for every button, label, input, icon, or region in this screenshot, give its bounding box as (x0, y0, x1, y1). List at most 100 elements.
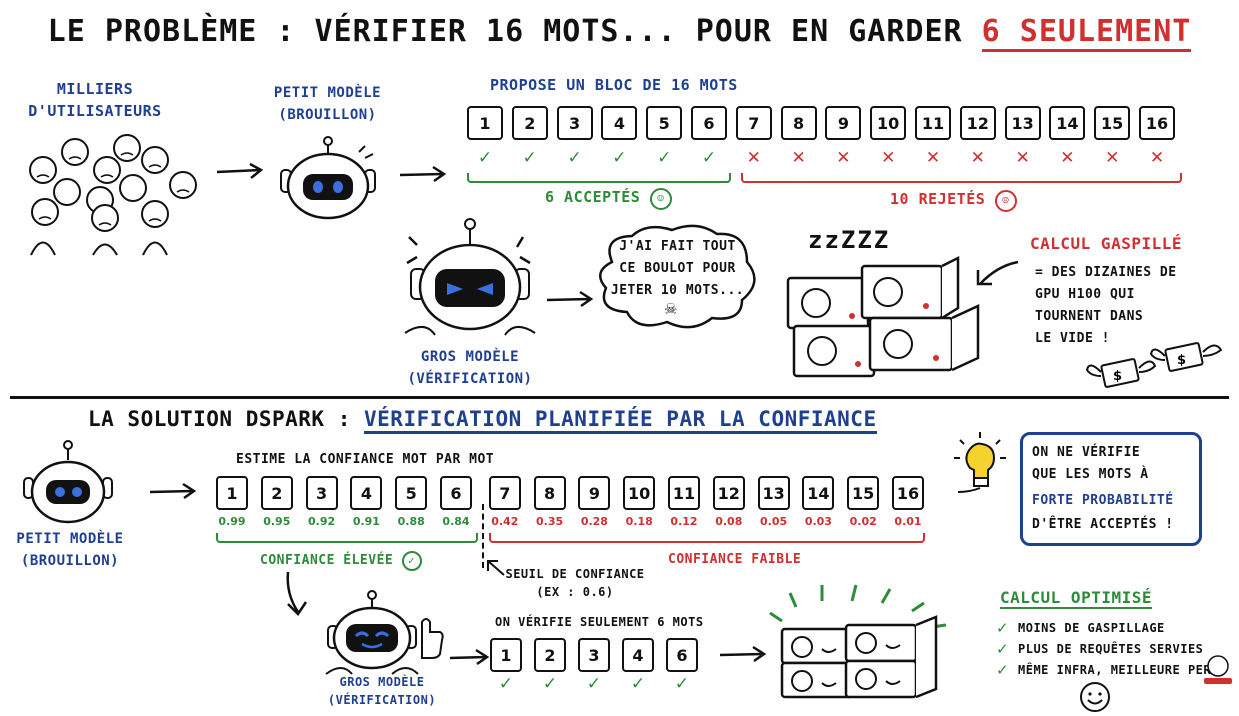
check-icon: ✓ (996, 640, 1009, 658)
robot-icon (23, 440, 113, 524)
token-box: 2 (260, 476, 293, 510)
check-icon: ✓ (612, 148, 627, 168)
svg-text:$: $ (1177, 353, 1186, 368)
token-box: 5 (395, 476, 428, 510)
arrow-right-icon (399, 165, 447, 183)
check-icon: ✓ (522, 148, 537, 168)
confidence-value: 0.99 (218, 515, 246, 528)
solution-title-prefix: LA SOLUTION DSPARK : (88, 407, 365, 431)
confidence-value: 0.02 (849, 515, 877, 528)
confidence-value: 0.01 (894, 515, 922, 528)
token-box: 10 (623, 476, 656, 510)
token-box: 3 (556, 106, 593, 140)
high-confidence-text: CONFIANCE ÉLEVÉE (260, 553, 394, 568)
cross-icon: ✕ (881, 148, 896, 168)
token-box: 13 (757, 476, 790, 510)
check-icon: ✓ (542, 674, 558, 694)
bubble-text: J'AI FAIT TOUT CE BOULOT POUR JETER 10 M… (610, 239, 745, 298)
users-label: MILLIERS D'UTILISATEURS (28, 80, 162, 120)
token-box: 9 (825, 106, 862, 140)
check-icon: ✓ (586, 674, 602, 694)
token-box: 6 (666, 638, 698, 672)
draft-model-label: PETIT MODÈLE (273, 85, 382, 101)
token-box: 6 (440, 476, 472, 510)
token-box: 2 (534, 638, 566, 672)
low-confidence-label: CONFIANCE FAIBLE (668, 552, 802, 567)
token-box: 4 (350, 476, 383, 510)
token-box: 1 (467, 106, 503, 140)
token-box: 8 (780, 106, 817, 140)
zzz-text: zzZZZ (808, 226, 891, 254)
token-box: 16 (892, 476, 924, 510)
solution-draft-sub: (BROUILLON) (20, 553, 120, 569)
threshold-label: SEUIL DE CONFIANCE (505, 567, 645, 581)
token-box: 4 (601, 106, 638, 140)
check-icon: ✓ (498, 674, 514, 694)
big-robot-icon (404, 218, 536, 336)
token-box: 15 (847, 476, 880, 510)
cross-icon: ✕ (925, 148, 941, 168)
page-title: LE PROBLÈME : VÉRIFIER 16 MOTS... POUR E… (0, 14, 1239, 52)
token-box: 1 (216, 476, 248, 510)
smile-icon: ☺ (649, 188, 672, 210)
info-box (1020, 432, 1202, 546)
confidence-value: 0.91 (352, 515, 380, 528)
threshold-line (482, 504, 484, 568)
token-box: 15 (1094, 106, 1131, 140)
token-box: 9 (578, 476, 611, 510)
arrow-left-icon (976, 260, 1019, 286)
happy-server-stack-icon (769, 584, 947, 699)
title-prefix: LE PROBLÈME : VÉRIFIER 16 MOTS... POUR E… (47, 14, 982, 49)
check-icon: ✓ (701, 148, 717, 168)
token-box: 11 (915, 106, 951, 140)
info-text-highlight: FORTE PROBABILITÉ (1032, 493, 1174, 508)
check-circle-icon: ✓ (401, 551, 422, 571)
rejected-text: 10 REJETÉS (890, 190, 986, 208)
verify-label: ON VÉRIFIE SEULEMENT 6 MOTS (495, 615, 704, 629)
token-box: 14 (802, 476, 835, 510)
confidence-value: 0.42 (491, 515, 519, 528)
token-box: 6 (691, 106, 727, 140)
confidence-value: 0.95 (263, 515, 291, 528)
confidence-value: 0.03 (804, 515, 832, 528)
check-icon: ✓ (996, 661, 1009, 679)
happy-robot-icon (325, 590, 444, 675)
info-text-pre: ON NE VÉRIFIE QUE LES MOTS À (1032, 445, 1149, 482)
cross-icon: ✕ (1015, 148, 1030, 168)
flying-money-icon: $ $ (1085, 342, 1223, 388)
smile-icon (1080, 682, 1110, 712)
block-label: PROPOSE UN BLOC DE 16 MOTS (490, 76, 738, 94)
confidence-value: 0.92 (308, 515, 336, 528)
accepted-brace (467, 173, 731, 183)
token-box: 3 (305, 476, 338, 510)
token-box: 13 (1004, 106, 1041, 140)
high-confidence-label: CONFIANCE ÉLEVÉE ✓ (260, 551, 422, 571)
waste-text: = DES DIZAINES DE GPU H100 QUI TOURNENT … (1035, 265, 1177, 346)
cross-icon: ✕ (1149, 148, 1165, 168)
confidence-value: 0.88 (397, 515, 425, 528)
confidence-value: 0.18 (625, 515, 653, 528)
arrow-right-icon (216, 162, 264, 179)
token-box: 7 (488, 476, 521, 510)
token-box: 1 (490, 638, 522, 672)
arrow-right-icon (149, 482, 197, 500)
cross-icon: ✕ (836, 148, 851, 168)
confidence-value: 0.12 (670, 515, 698, 528)
solution-title-highlight: VÉRIFICATION PLANIFIÉE PAR LA CONFIANCE (364, 407, 877, 434)
confidence-value: 0.08 (715, 515, 743, 528)
svg-text:$: $ (1113, 369, 1122, 384)
check-icon: ✓ (630, 674, 646, 694)
rejected-label: 10 REJETÉS ☹ (890, 190, 1017, 212)
token-box: 10 (870, 106, 907, 140)
benefit-item: PLUS DE REQUÊTES SERVIES (1018, 642, 1204, 656)
section-divider (10, 396, 1229, 399)
accepted-label: 6 ACCEPTÉS ☺ (545, 188, 672, 210)
token-box: 2 (511, 106, 548, 140)
check-icon: ✓ (674, 674, 690, 694)
frown-icon: ☹ (994, 190, 1017, 212)
check-icon: ✓ (996, 619, 1009, 637)
confidence-value: 0.35 (536, 515, 564, 528)
threshold-sub: (EX : 0.6) (536, 585, 614, 599)
accepted-text: 6 ACCEPTÉS (545, 188, 641, 206)
token-box: 11 (668, 476, 700, 510)
